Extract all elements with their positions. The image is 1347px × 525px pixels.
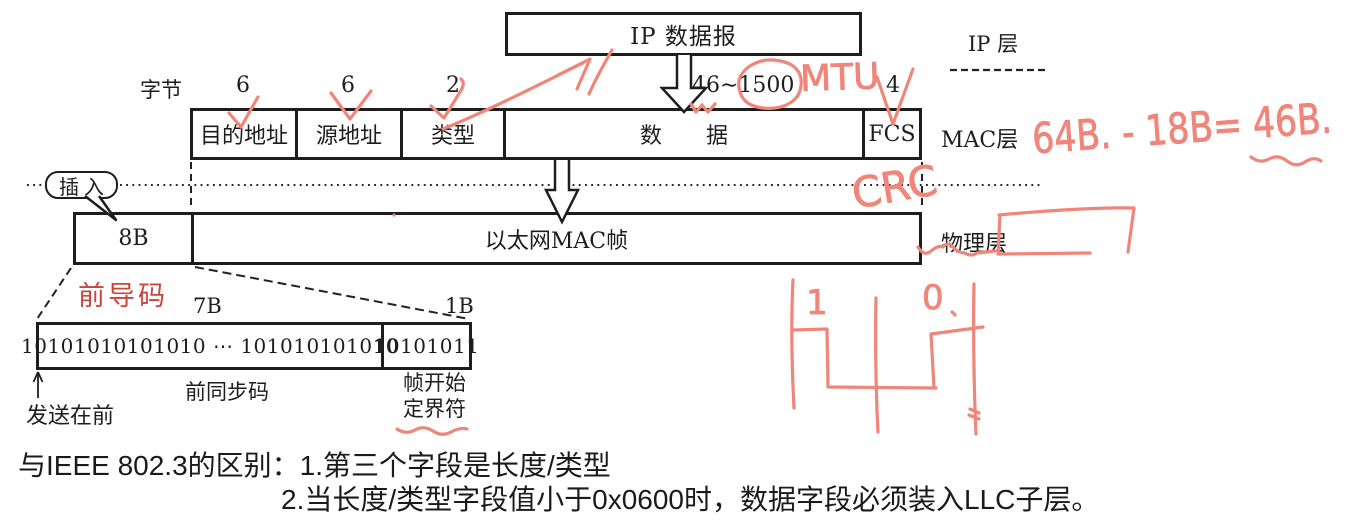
preamble-title: 前导码 <box>78 281 168 312</box>
field-fcs: FCS <box>862 111 919 157</box>
sync-caption: 前同步码 <box>185 380 269 404</box>
src-bytes: 6 <box>341 73 355 98</box>
mac-frame-row: 目的地址 源地址 类型 数 据 FCS <box>190 108 922 160</box>
ip-datagram-label: IP 数据报 <box>630 24 737 50</box>
hand-arrow-extra-stroke <box>587 48 614 96</box>
preamble-size-cell: 8B <box>118 226 149 251</box>
field-src-address: 源地址 <box>295 111 400 157</box>
sync-bits-cell: 10101010101010 ⋯ 101010101010 <box>20 334 400 358</box>
physical-layer-label: 物理层 <box>941 232 1008 257</box>
sfd-caption-line2: 定界符 <box>403 397 466 421</box>
send-first-label: 发送在前 <box>26 404 115 429</box>
bit-one-label: 1 <box>806 283 828 323</box>
send-first-arrow <box>32 371 44 398</box>
field-data: 数 据 <box>503 111 862 157</box>
preamble-zoom-dashed-left <box>36 267 72 320</box>
type-bytes: 2 <box>446 73 460 98</box>
insert-callout: 插入 <box>45 171 118 199</box>
ip-layer-label: IP 层 <box>968 32 1019 56</box>
ip-datagram-box: IP 数据报 <box>505 12 862 56</box>
field-type: 类型 <box>400 111 503 157</box>
hand-arrow-head <box>556 57 592 91</box>
note-line1: 与IEEE 802.3的区别：1.第三个字段是长度/类型 <box>18 450 611 481</box>
sfd-size-label: 1B <box>445 294 474 318</box>
mac-layer-label: MAC层 <box>941 128 1019 153</box>
manchester-waveform: 1 0 <box>790 278 985 436</box>
hand-rectangle <box>996 206 1136 256</box>
physical-frame-row: 8B 以太网MAC帧 <box>73 212 922 265</box>
note-line2: 2.当长度/类型字段值小于0x0600时，数据字段必须装入LLC子层。 <box>281 484 1100 515</box>
preamble-detail-box: 10101010101010 ⋯ 101010101010 10101011 <box>20 322 479 370</box>
sfd-caption-squiggle <box>395 426 469 436</box>
mtu-annotation: MTU <box>799 56 880 100</box>
fcs-bytes: 4 <box>886 73 900 98</box>
dest-bytes: 6 <box>236 73 250 98</box>
ethernet-frame-cell: 以太网MAC帧 <box>191 215 919 262</box>
byte-calc-underline <box>1249 155 1323 167</box>
bit-zero-label: 0 <box>922 278 944 318</box>
crc-annotation: CRC <box>848 155 941 218</box>
field-dest-address: 目的地址 <box>199 124 288 149</box>
preamble-zoom-dashed-right <box>194 266 470 320</box>
byte-unit-label: 字节 <box>140 78 182 102</box>
sfd-bits-cell: 10101011 <box>374 325 479 367</box>
sync-size-label: 7B <box>193 294 222 318</box>
byte-calc-annotation: 64B. - 18B= 46B. <box>1031 93 1334 163</box>
sfd-caption-line1: 帧开始 <box>403 371 466 395</box>
data-bytes: 46∼1500 <box>692 73 795 98</box>
